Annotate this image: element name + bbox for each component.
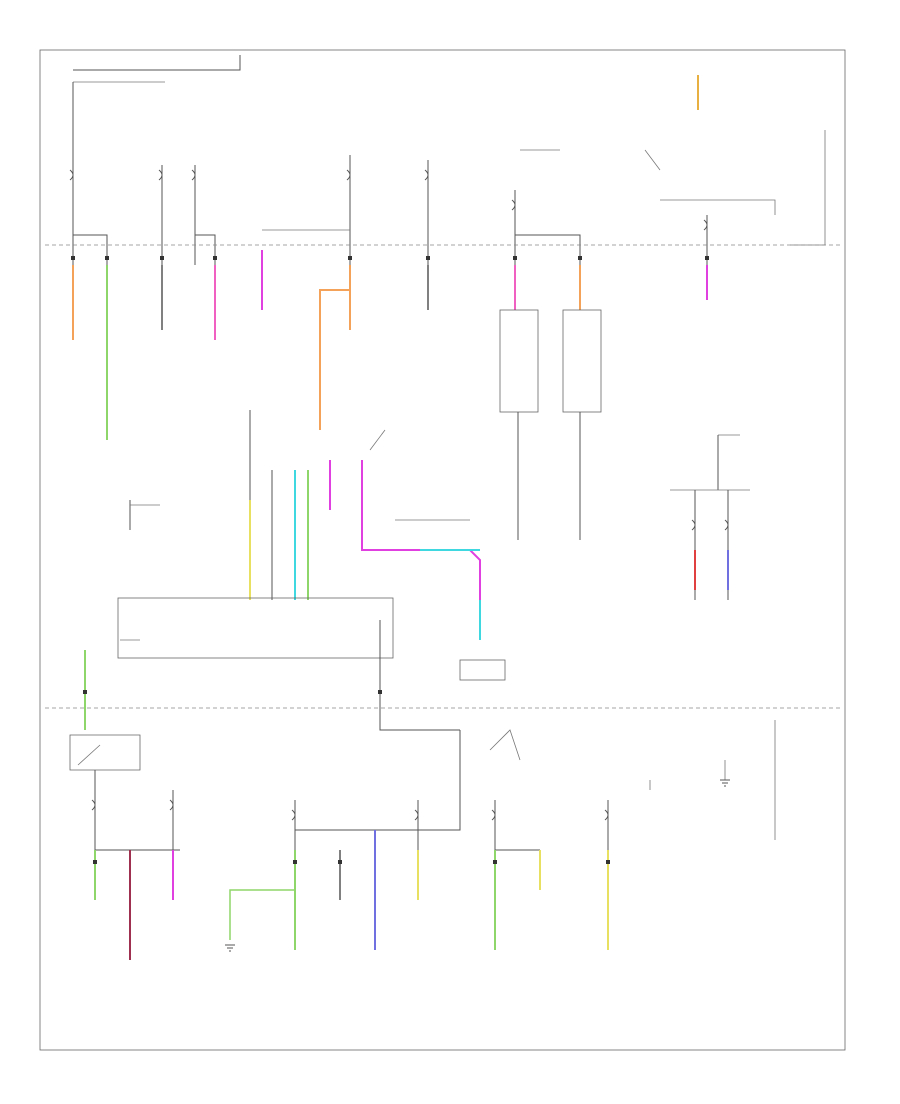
fuse-block-top [72,55,826,265]
diagram-border [39,49,846,1051]
connector-icon [71,256,709,864]
control-unit-box [117,597,394,659]
relay-box-2 [562,309,602,413]
fuse-icon [69,169,708,231]
relay-box-1 [499,309,539,413]
sensor-box [459,659,506,681]
colored-wires-top [72,75,708,440]
fuse-icon [91,519,729,821]
ground-icon [225,779,730,952]
right-middle-group [670,434,750,600]
bottom-section [69,650,776,960]
middle-section [117,410,506,731]
